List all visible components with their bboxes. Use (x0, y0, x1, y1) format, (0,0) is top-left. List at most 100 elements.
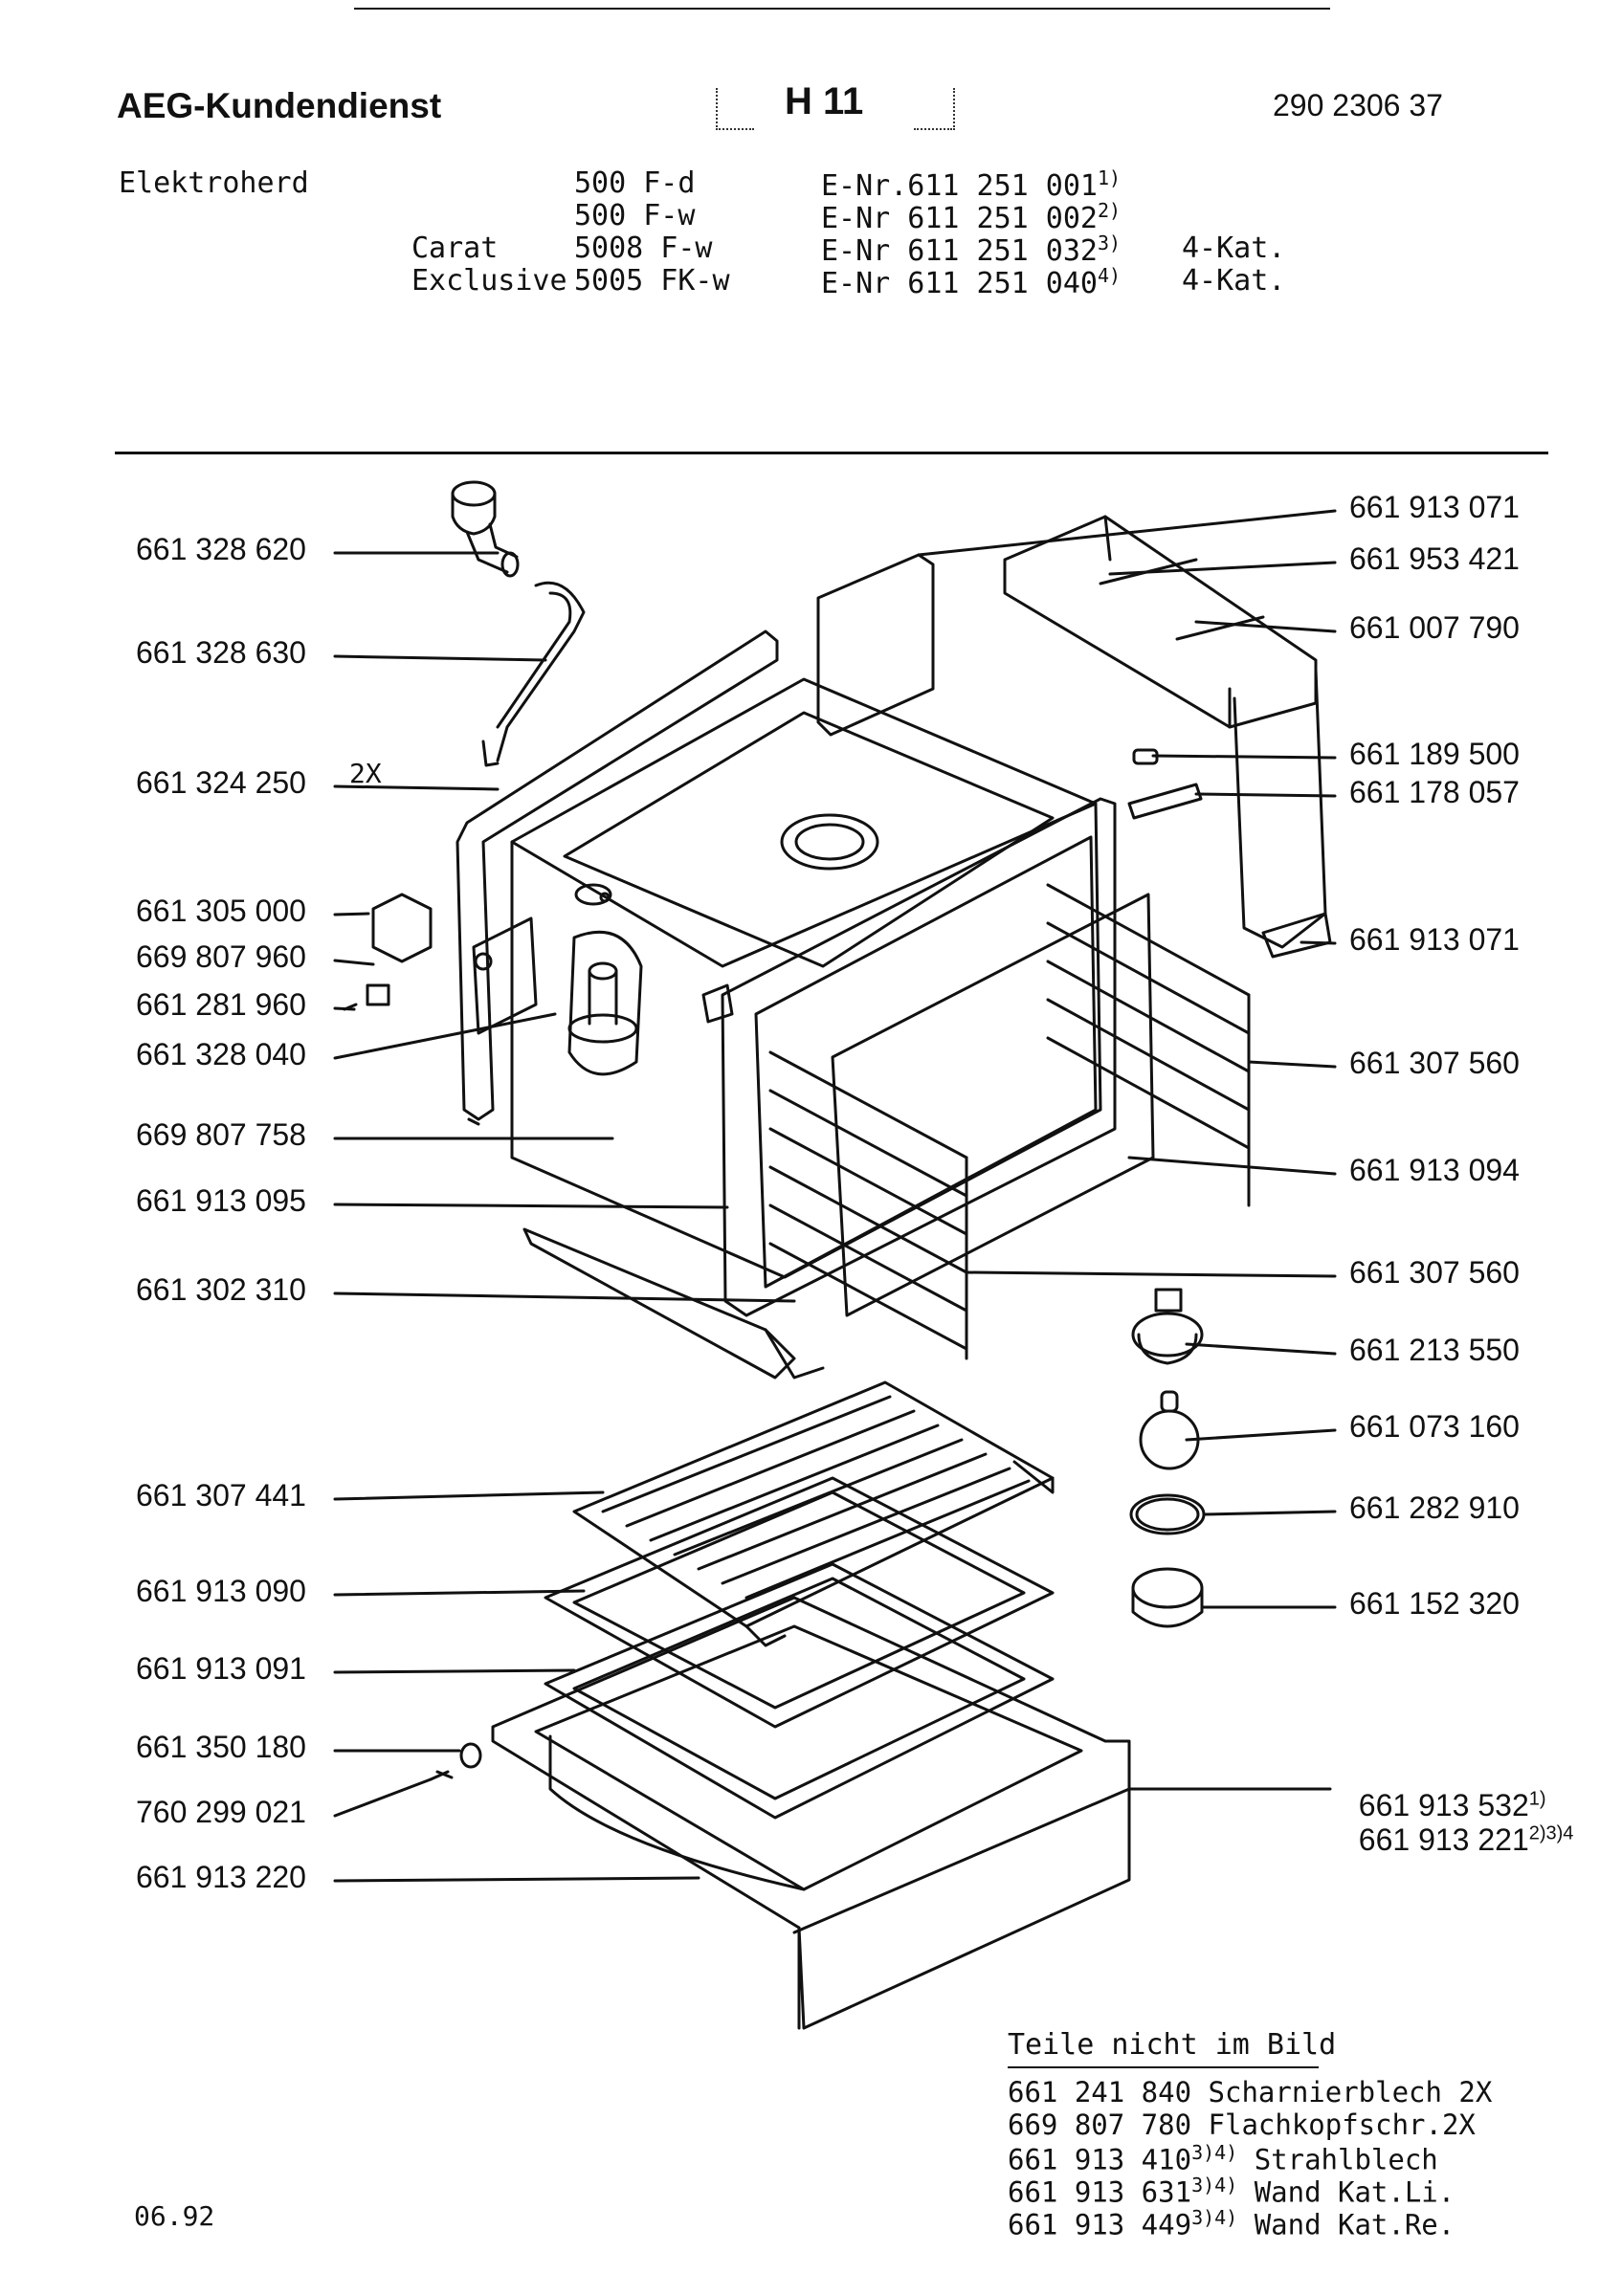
leader-line (1127, 1156, 1337, 1176)
baking-tray-icon (544, 1476, 1055, 1729)
part-number-label: 661 178 057 (1349, 775, 1520, 809)
model-kat: 4-Kat. (1182, 264, 1286, 298)
leader-line (333, 654, 547, 662)
part-number-label: 661 307 560 (1349, 1255, 1520, 1290)
not-shown-item: 669 807 780 Flachkopfschr.2X (1008, 2108, 1476, 2141)
header-bracket-right (949, 88, 955, 130)
leader-line (333, 1292, 796, 1303)
part-number-label: 661 007 790 (1349, 610, 1520, 645)
part-number: 661 913 221 (1358, 1822, 1529, 1857)
leader-line (333, 1777, 433, 1818)
leader-line (333, 1668, 576, 1674)
leader-line (1151, 754, 1337, 760)
part-number-label: 661 953 421 (1349, 541, 1520, 576)
part-number-label: 661 913 091 (136, 1651, 306, 1686)
model-code: H 11 (785, 80, 864, 122)
leader-line (333, 1203, 729, 1209)
oven-front-frame-icon (701, 797, 1155, 1317)
part-number-label: 661 073 160 (1349, 1409, 1520, 1444)
baking-grid-icon (572, 1380, 1055, 1628)
part-number-label: 661 328 620 (136, 532, 306, 566)
part-number-label: 661 305 000 (136, 894, 306, 928)
part-number-label: 661 152 320 (1349, 1586, 1520, 1621)
footnote-ref: 3) (1097, 232, 1122, 254)
leader-line (965, 1270, 1337, 1278)
oven-muffle-icon (472, 677, 1102, 1279)
model-name: 500 F-w (574, 199, 696, 232)
right-leader-lines (917, 509, 1337, 1791)
footnote-ref: 1) (1097, 166, 1122, 189)
leader-line (333, 784, 500, 791)
part-number-label: 661 913 071 (1349, 490, 1520, 524)
leader-line (333, 912, 370, 916)
oven-seal-frame-icon (455, 629, 779, 1126)
part-number-label: 661 328 040 (136, 1037, 306, 1071)
left-leader-lines (333, 551, 796, 1883)
leader-line (333, 1490, 605, 1501)
footnote-ref: 1) (1528, 1788, 1546, 1810)
part-number-label: 661 913 071 (1349, 922, 1520, 957)
footnote-ref: 2) (1097, 199, 1122, 222)
leader-line (333, 1589, 586, 1597)
part-number-label: 661 307 441 (136, 1478, 306, 1512)
not-shown-title: Teile nicht im Bild (1008, 2028, 1337, 2062)
part-number-label: 661 281 960 (136, 987, 306, 1022)
not-shown-item: 661 913 4103)4) Strahlblech (1008, 2141, 1438, 2176)
hinge-bracket-icon (343, 893, 433, 1011)
lamp-bulb-icon (1139, 1390, 1200, 1470)
model-enr: E-Nr 611 251 0404) (821, 264, 1122, 300)
part-number: 661 241 840 (1008, 2076, 1192, 2108)
part-number-label: 661 213 550 (1349, 1333, 1520, 1367)
not-shown-item: 661 913 6313)4) Wand Kat.Li. (1008, 2174, 1455, 2209)
bottom-heater-icon (522, 1227, 825, 1380)
not-shown-item: 661 913 4493)4) Wand Kat.Re. (1008, 2206, 1455, 2241)
footnote-ref: 3)4) (1191, 2141, 1238, 2164)
leader-line (333, 1876, 700, 1883)
lamp-socket-icon (1131, 1288, 1204, 1365)
part-description: Wand Kat.Re. (1237, 2208, 1455, 2241)
header-bracket-left-bottom (716, 128, 754, 132)
model-enr: E-Nr 611 251 0323) (821, 232, 1122, 268)
footnote-ref: 4) (1097, 264, 1122, 287)
leader-line (1247, 1060, 1337, 1069)
part-number-label: 669 807 758 (136, 1117, 306, 1152)
part-number-label: 661 282 910 (1349, 1490, 1520, 1525)
model-kat: 4-Kat. (1182, 232, 1286, 265)
model-name: 500 F-d (574, 166, 696, 200)
section-rule (115, 452, 1548, 454)
leader-line (1185, 1342, 1337, 1356)
part-number: 661 913 631 (1008, 2175, 1192, 2209)
storage-drawer-icon (491, 1596, 1131, 2030)
part-number-label: 669 807 960 (136, 939, 306, 974)
part-number: 661 913 532 (1358, 1788, 1529, 1822)
leader-line (1185, 1428, 1337, 1442)
grommet-icon (429, 1742, 482, 1781)
footnote-ref: 2)3)4 (1528, 1822, 1574, 1844)
right-bottom-part-1: 661 913 5321) (1342, 1753, 1546, 1823)
date-label: 06.92 (134, 2200, 215, 2232)
clip-icon (1127, 748, 1203, 820)
leader-line (333, 959, 375, 966)
model-enr: E-Nr 611 251 0022) (821, 199, 1122, 235)
part-number: 661 913 449 (1008, 2208, 1192, 2241)
lamp-seal-ring-icon (1129, 1493, 1206, 1535)
leader-line (1194, 792, 1337, 798)
model-series: Carat (411, 232, 499, 265)
part-number-label: 661 189 500 (1349, 737, 1520, 771)
baking-tray-2-icon (544, 1562, 1055, 1820)
part-description: Scharnierblech 2X (1191, 2076, 1493, 2108)
footnote-ref: 3)4) (1191, 2174, 1238, 2197)
doc-number: 290 2306 37 (1273, 88, 1443, 122)
part-number-label: 661 913 095 (136, 1183, 306, 1218)
part-number-label: 661 324 250 (136, 765, 306, 800)
model-series: Exclusive (411, 264, 567, 298)
part-number: 661 913 410 (1008, 2143, 1192, 2176)
vent-pipe-icon (451, 480, 586, 767)
part-description: Flachkopfschr.2X (1191, 2108, 1476, 2141)
part-number-label: 661 913 094 (1349, 1153, 1520, 1187)
part-description: Strahlblech (1237, 2143, 1438, 2176)
shelf-rail-right-icon (1046, 883, 1251, 1207)
footnote-ref: 3)4) (1191, 2206, 1238, 2229)
leader-line (1202, 1510, 1337, 1516)
